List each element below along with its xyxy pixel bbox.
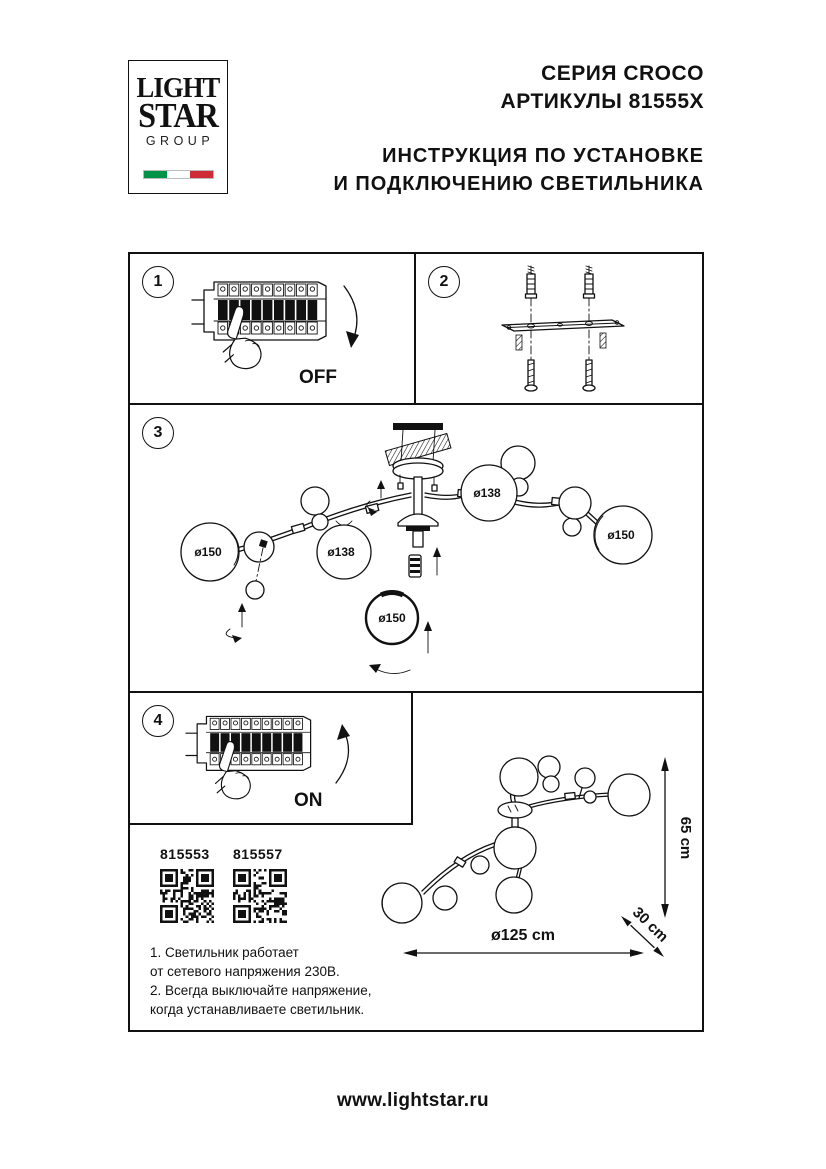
panel-step-4: 4 ON bbox=[128, 691, 413, 825]
panel-step-2: 2 bbox=[414, 252, 704, 405]
header: СЕРИЯ CROCO АРТИКУЛЫ 81555X ИНСТРУКЦИЯ П… bbox=[333, 60, 704, 198]
screw-icon bbox=[582, 359, 596, 392]
qr-code bbox=[233, 869, 287, 923]
chandelier-overview-diagram: ø125 cm 65 cm 30 cm bbox=[381, 755, 694, 957]
wall-anchor-icon bbox=[524, 265, 538, 299]
rotate-arrow-icon bbox=[225, 603, 246, 643]
instruction-title-line2: И ПОДКЛЮЧЕНИЮ СВЕТИЛЬНИКА bbox=[333, 173, 704, 195]
up-arrow-icon bbox=[424, 621, 432, 654]
globe-label: ø150 bbox=[194, 545, 222, 559]
website-url: www.lightstar.ru bbox=[337, 1090, 489, 1111]
note-line: 2. Всегда выключайте напряжение, bbox=[150, 983, 372, 998]
dimension-width: ø125 cm bbox=[403, 927, 644, 957]
width-label: ø125 cm bbox=[491, 927, 555, 944]
articles-title: АРТИКУЛЫ 81555X bbox=[500, 90, 704, 113]
article-code: 815557 bbox=[233, 846, 283, 862]
globe-label: ø138 bbox=[327, 545, 355, 559]
step-number-2: 2 bbox=[428, 266, 460, 298]
logo-text-light: LIGHT bbox=[136, 72, 221, 104]
article-code: 815553 bbox=[160, 846, 210, 862]
off-label: OFF bbox=[299, 367, 337, 388]
globe-label: ø150 bbox=[378, 611, 406, 625]
mounting-bracket-icon bbox=[501, 319, 625, 351]
dimension-height: 65 cm bbox=[661, 757, 694, 918]
globe-label: ø138 bbox=[473, 486, 501, 500]
note-line: 1. Светильник работает bbox=[150, 945, 299, 960]
circuit-breaker-icon bbox=[191, 281, 327, 341]
up-arrow-icon bbox=[433, 547, 441, 576]
on-label: ON bbox=[294, 790, 323, 811]
rotate-arrow-icon bbox=[369, 664, 411, 674]
logo-text-star: STAR bbox=[138, 96, 219, 135]
arrow-curve-down-icon bbox=[343, 285, 358, 341]
halogen-bulb-icon bbox=[408, 554, 422, 578]
safety-notes: 1. Светильник работает от сетевого напря… bbox=[150, 943, 371, 1019]
detached-globe bbox=[364, 590, 420, 646]
step-number-4: 4 bbox=[142, 705, 174, 737]
left-globe-cluster bbox=[180, 486, 372, 600]
breaker-on-diagram: ON bbox=[185, 715, 350, 811]
step-number-1: 1 bbox=[142, 266, 174, 298]
note-line: от сетевого напряжения 230В. bbox=[150, 964, 340, 979]
panel-step-4-and-specs: ø125 cm 65 cm 30 cm 4 bbox=[128, 691, 704, 1032]
globe-label: ø150 bbox=[607, 528, 635, 542]
height-label: 65 cm bbox=[677, 817, 694, 860]
right-globe-cluster bbox=[460, 445, 653, 565]
screw-icon bbox=[524, 359, 538, 392]
wall-anchor-icon bbox=[582, 265, 596, 299]
circuit-breaker-icon bbox=[185, 715, 312, 771]
qr-code bbox=[160, 869, 214, 923]
instruction-title-line1: ИНСТРУКЦИЯ ПО УСТАНОВКЕ bbox=[382, 145, 704, 167]
logo-text-group: GROUP bbox=[145, 134, 215, 148]
series-title: СЕРИЯ CROCO bbox=[541, 62, 704, 85]
note-line: когда устанавливаете светильник. bbox=[150, 1002, 365, 1017]
lightstar-logo: LIGHT STAR GROUP bbox=[128, 60, 228, 194]
panel-step-1: 1 OFF bbox=[128, 252, 416, 405]
step-number-3: 3 bbox=[142, 417, 174, 449]
chandelier-overview-globes bbox=[381, 755, 651, 924]
panel-step-3: 3 bbox=[128, 403, 704, 693]
breaker-off-diagram: OFF bbox=[191, 281, 359, 388]
mounting-bracket-diagram bbox=[501, 265, 625, 393]
rotate-arrow-icon bbox=[366, 480, 385, 516]
chandelier-assembly-diagram: ø150 ø138 ø138 ø150 ø150 bbox=[180, 423, 653, 674]
central-stem bbox=[397, 476, 439, 548]
ceiling-mount-icon bbox=[384, 423, 452, 492]
chandelier-overview-arms bbox=[421, 784, 611, 895]
italian-flag-icon bbox=[143, 170, 214, 179]
